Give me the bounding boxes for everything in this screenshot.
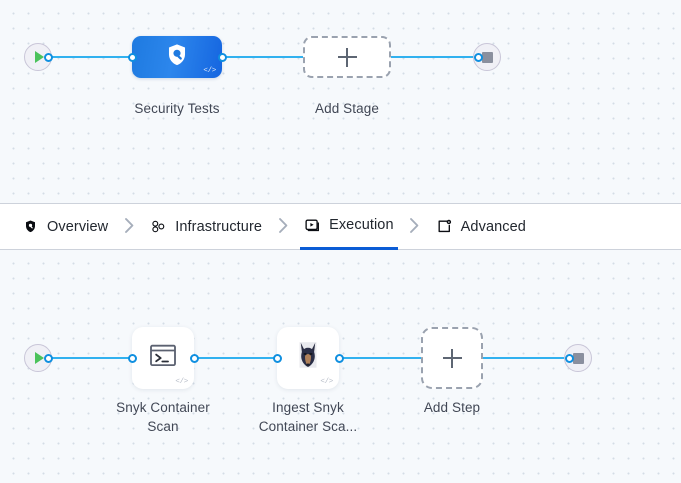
stop-icon <box>481 51 493 63</box>
code-badge: </> <box>320 377 333 386</box>
step-node-ingest-snyk-container-scan-label: Ingest Snyk Container Sca... <box>238 398 378 436</box>
step-node-ingest-snyk-container-scan[interactable]: </> <box>277 327 339 389</box>
step-snyk-input-port[interactable] <box>128 353 137 363</box>
stage-start-output-port[interactable] <box>44 52 53 62</box>
tab-infrastructure-label: Infrastructure <box>175 218 263 235</box>
edge-snyk-to-ingest <box>194 357 282 359</box>
tab-advanced-label: Advanced <box>460 218 526 235</box>
label-line-2: Scan <box>147 419 179 434</box>
plus-icon <box>337 47 357 67</box>
pipeline-tabbar: Overview Infrastructure <box>0 203 681 250</box>
edge-ingest-to-add-step <box>339 357 421 359</box>
add-step-button[interactable] <box>421 327 483 389</box>
tab-separator-2 <box>266 217 300 236</box>
tab-execution[interactable]: Execution <box>300 204 398 250</box>
stage-node-security-tests-label: Security Tests <box>134 101 220 116</box>
edge-start-to-security-tests <box>46 56 138 58</box>
tab-overview-label: Overview <box>47 218 109 235</box>
add-stage-button[interactable] <box>303 36 391 78</box>
stage-canvas[interactable]: </> Security Tests Add Stage <box>0 0 681 203</box>
tab-overview[interactable]: Overview <box>18 204 112 250</box>
frame-gear-icon <box>436 218 453 235</box>
code-badge: </> <box>175 377 188 386</box>
step-start-output-port[interactable] <box>44 353 53 363</box>
label-line-2: Container Sca... <box>258 419 358 434</box>
label-line-1: Ingest Snyk <box>272 400 344 415</box>
step-ingest-output-port[interactable] <box>335 353 344 363</box>
edge-add-stage-to-end <box>389 56 481 58</box>
plus-icon <box>442 348 462 368</box>
edge-security-tests-to-add-stage <box>215 56 310 58</box>
stage-security-tests-output-port[interactable] <box>218 52 227 62</box>
tab-separator-3 <box>398 217 432 236</box>
terminal-icon <box>147 340 179 377</box>
label-line-1: Snyk Container <box>116 400 210 415</box>
tab-advanced[interactable]: Advanced <box>432 204 530 250</box>
add-step-label: Add Step <box>423 400 481 415</box>
step-ingest-input-port[interactable] <box>273 353 282 363</box>
tab-separator-1 <box>112 217 146 236</box>
step-node-snyk-container-scan[interactable]: </> <box>132 327 194 389</box>
stop-icon <box>572 352 584 364</box>
edge-add-step-to-end <box>483 357 572 359</box>
stage-node-security-tests[interactable]: </> <box>132 36 222 78</box>
play-icon <box>35 51 44 63</box>
play-icon <box>35 352 44 364</box>
tab-infrastructure[interactable]: Infrastructure <box>146 204 266 250</box>
add-stage-label: Add Stage <box>315 101 379 116</box>
step-node-snyk-container-scan-label: Snyk Container Scan <box>93 398 233 436</box>
tab-execution-label: Execution <box>329 217 394 233</box>
step-snyk-output-port[interactable] <box>190 353 199 363</box>
step-end-input-port[interactable] <box>565 353 574 363</box>
step-canvas[interactable]: </> Snyk Container Scan </ <box>0 250 681 483</box>
stage-security-tests-input-port[interactable] <box>128 52 137 62</box>
edge-start-to-snyk-container-scan <box>46 357 134 359</box>
defectdojo-doberman-icon <box>291 339 325 378</box>
play-box-icon <box>304 217 321 234</box>
stage-end-input-port[interactable] <box>474 52 483 62</box>
shield-icon <box>22 218 39 235</box>
nodes-icon <box>150 218 167 235</box>
code-badge: </> <box>203 66 216 75</box>
shield-search-icon <box>164 42 190 73</box>
